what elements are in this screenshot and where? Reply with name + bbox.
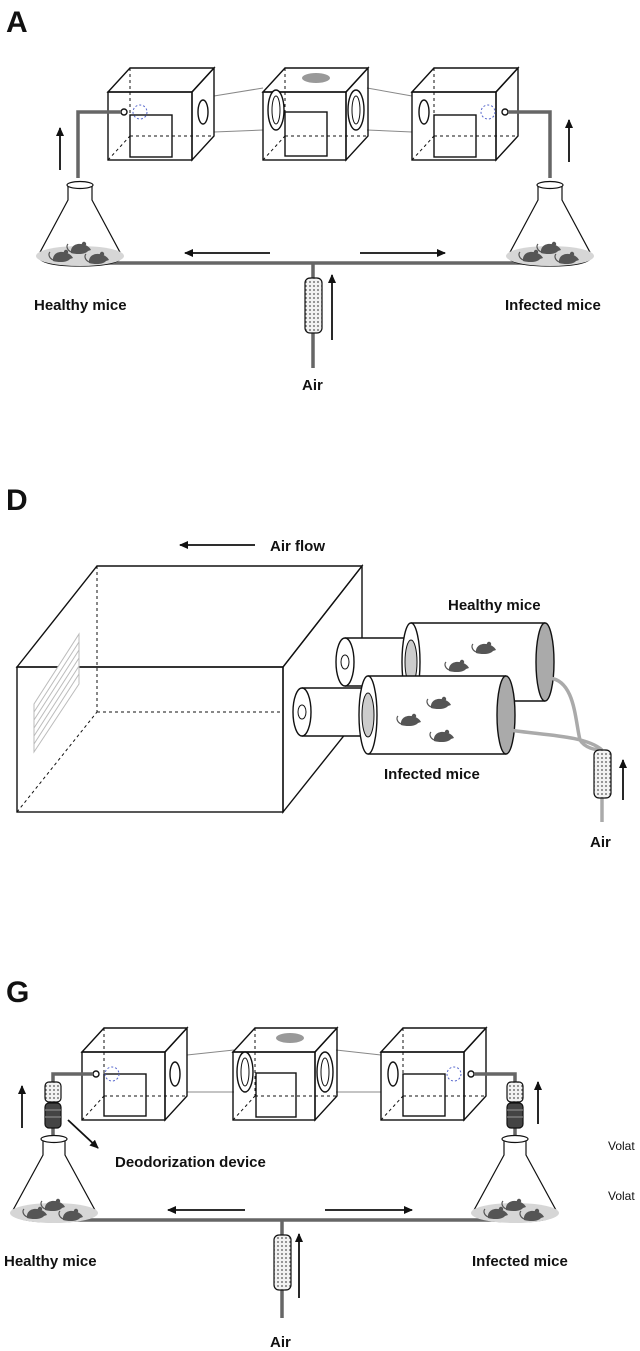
clipped-text: Volat [608, 1139, 635, 1153]
box-chamber-icon [106, 66, 216, 162]
label-air: Air [270, 1334, 291, 1351]
flask-icon [506, 180, 594, 267]
label-air-flow: Air flow [270, 538, 325, 555]
label-deodorization-device: Deodorization device [115, 1154, 266, 1171]
panel-label: G [6, 976, 29, 1009]
vent-icon [33, 632, 80, 754]
filter-icon [593, 749, 612, 799]
clipped-text: Volat [608, 1189, 635, 1203]
box-chamber-icon [261, 66, 370, 162]
panel-d: D Air flow [6, 484, 627, 851]
label-infected-mice: Infected mice [472, 1253, 568, 1270]
flask-icon [10, 1134, 98, 1223]
arrow-icon [67, 1119, 99, 1149]
flask-icon [471, 1134, 559, 1223]
filter-icon [273, 1234, 292, 1291]
flask-icon [36, 180, 124, 267]
box-chamber-icon [231, 1026, 339, 1122]
panel-label: A [6, 6, 28, 39]
tubing [509, 728, 604, 752]
tubing [76, 110, 552, 368]
label-healthy-mice: Healthy mice [448, 597, 541, 614]
filter-icon [304, 277, 323, 334]
tubing [51, 1072, 517, 1318]
panel-a: A [6, 6, 601, 394]
box-chamber-icon [379, 1026, 488, 1122]
label-infected-mice: Infected mice [384, 766, 480, 783]
label-air: Air [302, 377, 323, 394]
label-infected-mice: Infected mice [505, 297, 601, 314]
box-chamber-icon [410, 66, 520, 162]
box-connectors [186, 1049, 382, 1093]
panel-label: D [6, 484, 28, 517]
box-connectors [213, 87, 413, 133]
label-healthy-mice: Healthy mice [4, 1253, 97, 1270]
label-air: Air [590, 834, 611, 851]
deodorization-device-icon [44, 1081, 62, 1129]
cylinder-cage-icon [292, 675, 516, 755]
deodorization-device-icon [506, 1081, 524, 1129]
panel-g: G [4, 976, 635, 1351]
box-chamber-icon [80, 1026, 189, 1122]
label-healthy-mice: Healthy mice [34, 297, 127, 314]
